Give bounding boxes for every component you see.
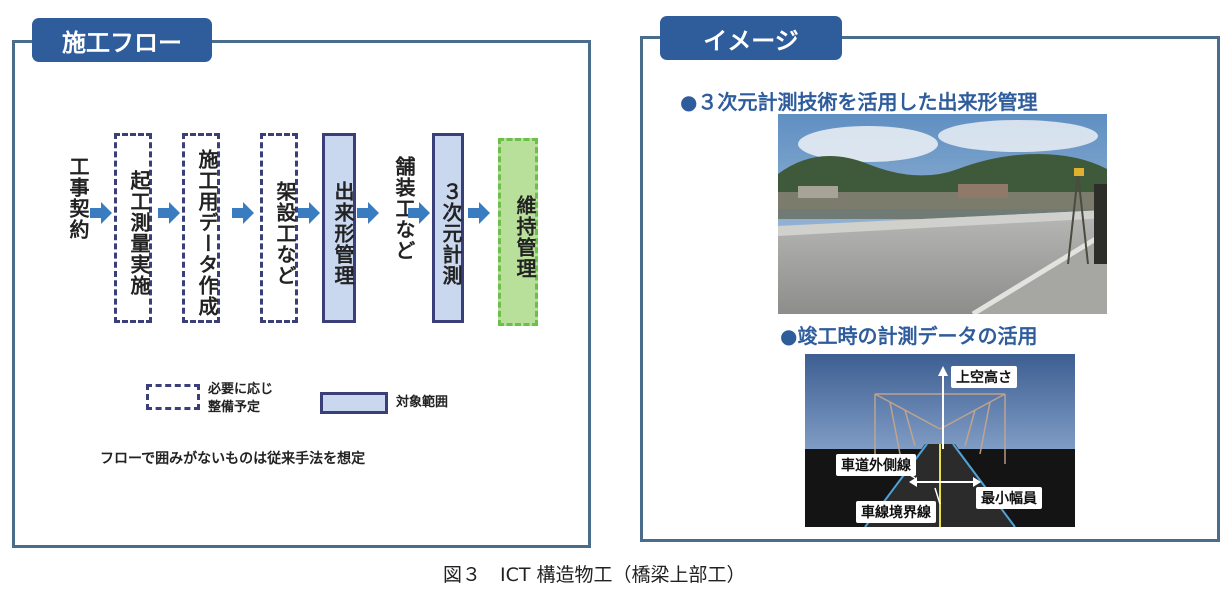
legend-solid-label: 対象範囲 bbox=[396, 395, 449, 410]
flow-arrow-icon bbox=[408, 202, 430, 224]
construction-flow-panel bbox=[12, 40, 591, 548]
flow-arrow-icon bbox=[232, 202, 254, 224]
flow-note: フローで囲みがないものは従来手法を想定 bbox=[100, 451, 366, 467]
flow-step-survey: 起工測量実施 bbox=[114, 133, 152, 323]
legend-dashed-label: 必要に応じ 整備予定 bbox=[208, 382, 274, 415]
flow-step-design-data: 施工用データ作成 bbox=[182, 133, 220, 323]
flow-arrow-icon bbox=[90, 202, 112, 224]
annotation-lane-boundary: 車線境界線 bbox=[856, 501, 936, 523]
flow-step-erection: 架設工など bbox=[260, 133, 298, 323]
flow-arrow-icon bbox=[158, 202, 180, 224]
image-tab: イメージ bbox=[660, 16, 842, 60]
flow-arrow-icon bbox=[468, 202, 490, 224]
caption-completion-data: ●竣工時の計測データの活用 bbox=[780, 324, 1038, 348]
bridge-deck-photo bbox=[778, 114, 1107, 314]
annotation-min-width: 最小幅員 bbox=[976, 487, 1042, 509]
annotation-overhead-clearance: 上空高さ bbox=[951, 366, 1017, 388]
flow-arrow-icon bbox=[357, 202, 379, 224]
legend-solid-swatch bbox=[320, 392, 388, 414]
flow-arrow-icon bbox=[298, 202, 320, 224]
flow-step-3d-measurement: ３次元計測 bbox=[432, 133, 464, 323]
flow-step-contract: 工事契約 bbox=[66, 156, 90, 240]
construction-flow-tab: 施工フロー bbox=[32, 18, 212, 62]
legend-dashed-swatch bbox=[146, 384, 200, 410]
caption-3d-quality: ●３次元計測技術を活用した出来形管理 bbox=[680, 90, 1038, 114]
figure-caption: 図３ ICT 構造物工（橋梁上部工） bbox=[443, 564, 746, 586]
flow-step-maintenance: 維持管理 bbox=[498, 138, 538, 326]
flow-step-quality-control: 出来形管理 bbox=[322, 133, 356, 323]
annotation-outer-line: 車道外側線 bbox=[836, 454, 916, 476]
